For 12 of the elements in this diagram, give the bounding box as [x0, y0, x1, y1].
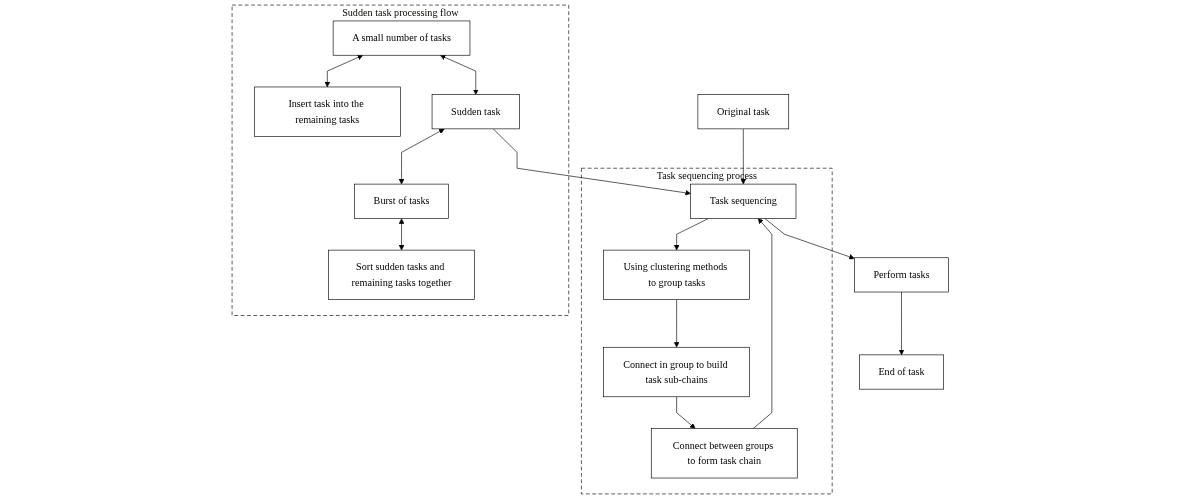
node-box: Original task — [697, 94, 789, 130]
node-box: Task sequencing — [689, 183, 796, 219]
node-box: Sort sudden tasks and remaining tasks together — [327, 249, 475, 300]
node-box: Connect between groups to form task chain — [650, 428, 798, 479]
node-box: Using clustering methods to group tasks — [602, 249, 750, 300]
node-box: Perform tasks — [853, 257, 949, 293]
node-box: End of task — [858, 354, 944, 390]
node-box: Insert task into the remaining tasks — [253, 86, 401, 137]
node-box: Burst of tasks — [353, 183, 449, 219]
node-box: Connect in group to build task sub-chains — [602, 346, 750, 398]
node-box: Sudden task — [431, 94, 520, 130]
node-box: A small number of tasks — [332, 20, 470, 56]
